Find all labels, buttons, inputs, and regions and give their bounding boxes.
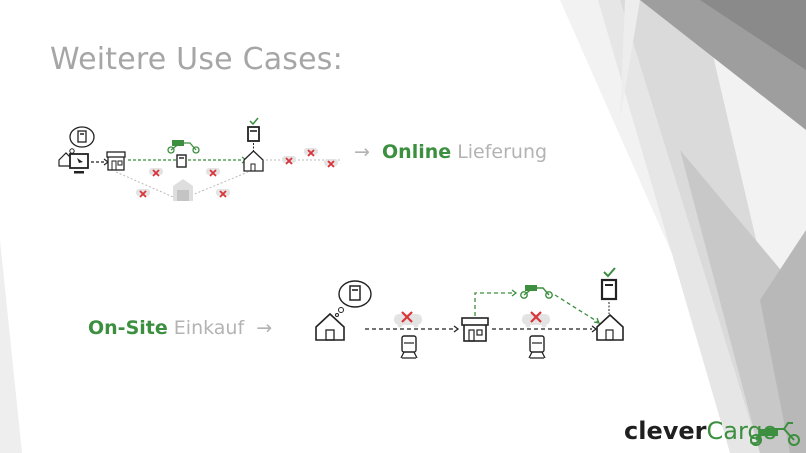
cross-icon: [139, 169, 227, 198]
book-icon: [176, 154, 187, 168]
house-icon: [315, 312, 345, 341]
onsite-label-strong: On-Site: [88, 317, 168, 339]
cargo-bike-icon: [520, 285, 553, 299]
book-icon: [247, 126, 260, 142]
store-icon: [461, 317, 489, 342]
house-icon: [596, 313, 624, 341]
warehouse-icon: [173, 179, 193, 201]
store-icon: [106, 151, 126, 171]
online-diagram: [58, 117, 340, 201]
cargo-bike-icon: [167, 140, 200, 154]
logo-text-clever: clever: [624, 417, 707, 445]
house-icon: [243, 150, 264, 172]
onsite-arrow: →: [256, 317, 273, 339]
onsite-diagram: [315, 267, 624, 359]
cross-icon: [401, 311, 413, 323]
onsite-label-rest: Einkauf: [173, 317, 245, 339]
car-icon: [282, 148, 338, 166]
computer-icon: [69, 153, 89, 174]
train-icon: [400, 335, 418, 359]
cross-icon: [285, 149, 335, 168]
onsite-purchase-label: On-Site Einkauf →: [88, 317, 272, 339]
train-icon: [528, 335, 546, 359]
online-label-rest: Lieferung: [457, 141, 548, 163]
car-icon: [136, 168, 230, 196]
cross-icon: [530, 311, 542, 323]
book-icon: [600, 278, 618, 301]
online-arrow: →: [354, 141, 370, 163]
thought-bubble-icon: [335, 280, 372, 317]
slide-title: Weitere Use Cases:: [50, 42, 343, 77]
thought-bubble-icon: [69, 126, 95, 154]
online-delivery-label: → Online Lieferung: [354, 141, 547, 163]
check-icon: [603, 267, 616, 278]
car-icon: [522, 314, 550, 328]
cargo-bike-icon: [750, 422, 800, 446]
online-label-strong: Online: [382, 141, 452, 163]
check-icon: [249, 117, 259, 126]
